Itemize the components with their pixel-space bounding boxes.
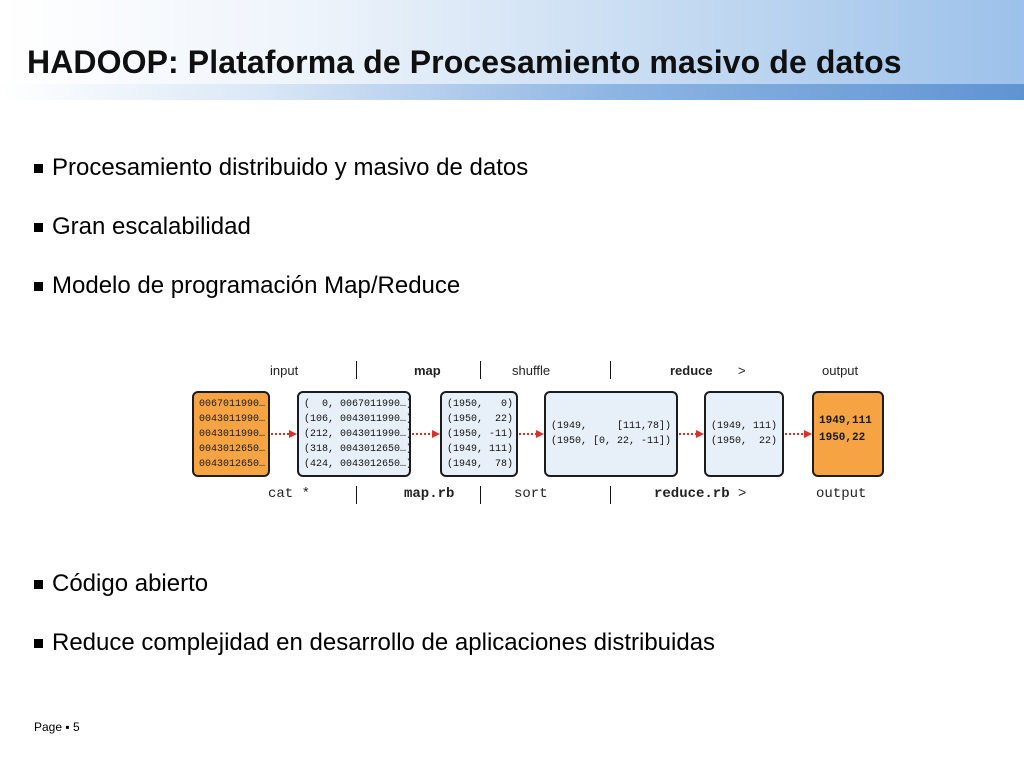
flow-arrow-icon bbox=[679, 430, 704, 438]
header-input: input bbox=[270, 363, 299, 378]
separator bbox=[480, 361, 481, 379]
output-line: 1950,22 bbox=[819, 432, 866, 444]
title-underline bbox=[0, 84, 1024, 100]
map-output-pair: (1950, -11) bbox=[447, 429, 514, 440]
bullet-item: Gran escalabilidad bbox=[34, 209, 528, 245]
page-number: Page ▪ 5 bbox=[34, 720, 80, 734]
output-line: 1949,111 bbox=[819, 415, 872, 427]
bullet-list-top: Procesamiento distribuido y masivo de da… bbox=[34, 150, 528, 327]
separator bbox=[480, 486, 481, 504]
footer-pipe-arrow: > bbox=[738, 486, 747, 502]
map-output-pair: (1949, 111) bbox=[447, 444, 514, 455]
separator bbox=[356, 361, 357, 379]
map-input-pair: (212, 0043011990…) bbox=[304, 429, 411, 440]
bullet-text: Código abierto bbox=[52, 570, 209, 597]
input-record: 0043012650… bbox=[199, 459, 266, 470]
square-bullet-icon bbox=[34, 163, 43, 173]
bullet-text: Modelo de programación Map/Reduce bbox=[52, 272, 461, 299]
footer-cat: cat * bbox=[268, 486, 311, 502]
header-reduce: reduce bbox=[670, 363, 713, 378]
bullet-item: Reduce complejidad en desarrollo de apli… bbox=[34, 625, 715, 661]
mapreduce-diagram: input map shuffle reduce > output 006701… bbox=[190, 355, 884, 515]
footer-reduce-rb: reduce.rb bbox=[654, 486, 730, 502]
input-record: 0043012650… bbox=[199, 444, 266, 455]
shuffle-group: (1950, [0, 22, -11]) bbox=[551, 436, 672, 447]
separator bbox=[356, 486, 357, 504]
bullet-item: Procesamiento distribuido y masivo de da… bbox=[34, 150, 528, 186]
input-record: 0043011990… bbox=[199, 429, 266, 440]
bullet-list-bottom: Código abierto Reduce complejidad en des… bbox=[34, 566, 715, 684]
map-output-pair: (1950, 22) bbox=[447, 414, 514, 425]
separator bbox=[610, 361, 611, 379]
title-bar bbox=[0, 0, 1024, 100]
input-records-box: 0067011990… 0043011990… 0043011990… 0043… bbox=[192, 391, 270, 477]
flow-arrow-icon bbox=[412, 430, 440, 438]
footer-sort: sort bbox=[514, 486, 548, 502]
header-shuffle: shuffle bbox=[512, 363, 551, 378]
reduce-pair: (1950, 22) bbox=[711, 436, 778, 447]
header-map: map bbox=[414, 363, 441, 378]
input-record: 0043011990… bbox=[199, 414, 266, 425]
square-bullet-icon bbox=[34, 222, 43, 232]
shuffle-output-box: (1949, [111,78]) (1950, [0, 22, -11]) bbox=[544, 391, 678, 477]
header-output: output bbox=[822, 363, 859, 378]
map-output-pair: (1950, 0) bbox=[447, 399, 514, 410]
reduce-pair: (1949, 111) bbox=[711, 421, 778, 432]
bullet-text: Gran escalabilidad bbox=[52, 213, 251, 240]
reduce-output-box: (1949, 111) (1950, 22) bbox=[704, 391, 784, 477]
flow-arrow-icon bbox=[519, 430, 544, 438]
square-bullet-icon bbox=[34, 638, 43, 648]
shuffle-group: (1949, [111,78]) bbox=[551, 421, 672, 432]
map-input-pair: ( 0, 0067011990…) bbox=[304, 399, 411, 410]
square-bullet-icon bbox=[34, 579, 43, 589]
header-pipe-arrow: > bbox=[738, 363, 746, 378]
map-output-box: (1950, 0) (1950, 22) (1950, -11) (1949, … bbox=[440, 391, 518, 477]
input-record: 0067011990… bbox=[199, 399, 266, 410]
map-input-pair: (106, 0043011990…) bbox=[304, 414, 411, 425]
map-input-box: ( 0, 0067011990…) (106, 0043011990…) (21… bbox=[297, 391, 411, 477]
slide-title: HADOOP: Plataforma de Procesamiento masi… bbox=[27, 44, 902, 80]
square-bullet-icon bbox=[34, 281, 43, 291]
footer-output: output bbox=[816, 486, 867, 502]
flow-arrow-icon bbox=[785, 430, 812, 438]
bullet-text: Procesamiento distribuido y masivo de da… bbox=[52, 154, 529, 181]
bullet-item: Código abierto bbox=[34, 566, 715, 602]
map-output-pair: (1949, 78) bbox=[447, 459, 514, 470]
map-input-pair: (424, 0043012650…) bbox=[304, 459, 411, 470]
bullet-item: Modelo de programación Map/Reduce bbox=[34, 268, 528, 304]
footer-map-rb: map.rb bbox=[404, 486, 455, 502]
separator bbox=[610, 486, 611, 504]
map-input-pair: (318, 0043012650…) bbox=[304, 444, 411, 455]
final-output-box: 1949,111 1950,22 bbox=[812, 391, 884, 477]
bullet-text: Reduce complejidad en desarrollo de apli… bbox=[52, 629, 716, 656]
flow-arrow-icon bbox=[271, 430, 297, 438]
